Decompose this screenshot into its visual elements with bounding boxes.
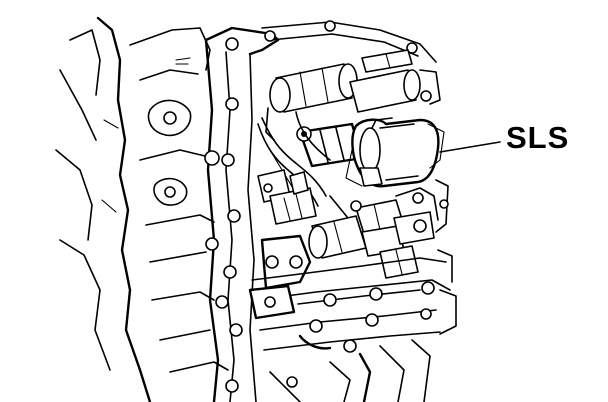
sls-callout-label: SLS bbox=[506, 120, 570, 155]
callout-leader-line bbox=[439, 141, 501, 153]
lower-solenoids bbox=[308, 187, 439, 279]
lower-plate bbox=[248, 234, 457, 402]
sls-solenoid bbox=[296, 117, 445, 188]
transmission-case bbox=[55, 16, 229, 402]
right-bracket bbox=[435, 179, 453, 283]
valve-body-plate bbox=[204, 20, 437, 402]
connector-block-left bbox=[257, 169, 317, 225]
upper-solenoids bbox=[265, 49, 441, 141]
